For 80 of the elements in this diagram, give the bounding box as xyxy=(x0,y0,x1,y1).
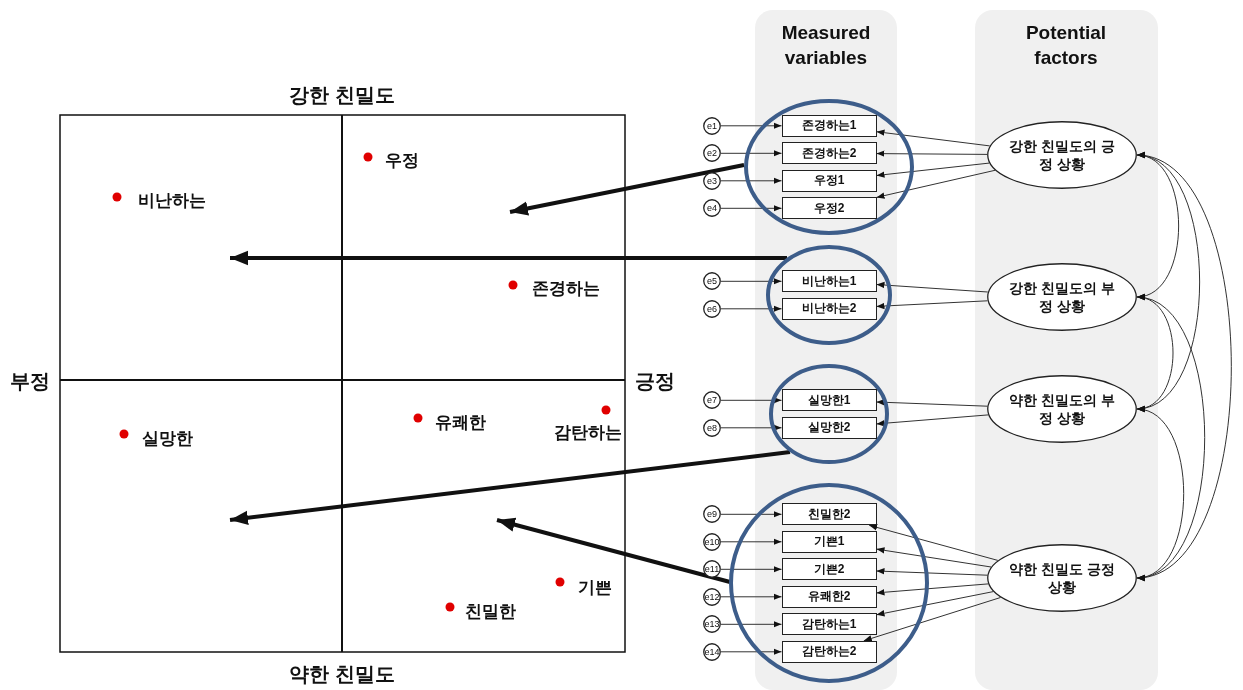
arrow xyxy=(720,593,782,600)
arrow xyxy=(876,568,988,576)
highlight-ellipse xyxy=(766,245,892,345)
error-circle: e11 xyxy=(703,560,721,579)
factor-ellipse: 약한 친밀도 긍정 상황 xyxy=(987,544,1137,612)
point-label: 존경하는 xyxy=(532,277,600,300)
point-label: 비난하는 xyxy=(138,189,206,212)
covariance-arrow xyxy=(1136,295,1174,411)
highlight-ellipse xyxy=(744,99,914,235)
arrow xyxy=(876,399,988,407)
error-circle: e3 xyxy=(703,171,721,190)
point-label: 친밀한 xyxy=(465,600,516,623)
thick-arrow xyxy=(230,250,787,266)
arrow xyxy=(720,538,782,545)
arrow xyxy=(868,524,999,561)
arrow xyxy=(876,281,989,293)
arrow xyxy=(876,547,992,568)
arrow xyxy=(720,397,782,404)
arrow xyxy=(876,591,994,617)
arrow xyxy=(720,205,782,212)
error-circle: e13 xyxy=(703,615,721,634)
arrow xyxy=(720,177,782,184)
axis-label: 강한 친밀도 xyxy=(289,82,395,108)
arrow xyxy=(876,414,989,427)
error-circle: e10 xyxy=(703,532,721,551)
error-circle: e6 xyxy=(703,299,721,318)
thick-arrow xyxy=(509,163,745,216)
factor-ellipse: 약한 친밀도의 부정 상황 xyxy=(987,375,1137,443)
arrow xyxy=(876,300,988,310)
column-heading: Potential factors xyxy=(1024,21,1108,70)
highlight-ellipse xyxy=(729,483,929,683)
axis-label: 부정 xyxy=(10,368,50,394)
arrow xyxy=(876,129,991,147)
covariance-arrow xyxy=(1136,154,1232,579)
error-circle: e7 xyxy=(703,391,721,410)
variable-box: 친밀한2 xyxy=(781,503,877,526)
point-label: 실망한 xyxy=(142,427,193,450)
variable-box: 감탄하는1 xyxy=(781,613,877,636)
variable-box: 우정2 xyxy=(781,197,877,220)
point-label: 유쾌한 xyxy=(435,411,486,434)
arrow xyxy=(720,278,782,285)
factor-ellipse: 강한 친밀도의 부정 상황 xyxy=(987,263,1137,331)
arrow xyxy=(720,150,782,157)
arrow xyxy=(720,566,782,573)
error-circle: e2 xyxy=(703,144,721,163)
arrow xyxy=(876,583,989,596)
error-circle: e9 xyxy=(703,505,721,524)
arrow xyxy=(720,305,782,312)
covariance-arrow xyxy=(1136,407,1185,580)
arrow xyxy=(720,648,782,655)
arrow xyxy=(720,122,782,129)
variable-box: 존경하는2 xyxy=(781,142,877,165)
point-label: 우정 xyxy=(385,149,419,172)
factor-ellipse: 강한 친밀도의 긍정 상황 xyxy=(987,121,1137,189)
point-label: 감탄하는 xyxy=(554,421,622,444)
arrow xyxy=(876,162,990,178)
error-circle: e14 xyxy=(703,642,721,661)
arrow xyxy=(876,150,988,157)
axis-label: 긍정 xyxy=(635,368,675,394)
variable-box: 기쁜2 xyxy=(781,558,877,581)
variable-box: 비난하는1 xyxy=(781,270,877,293)
thick-arrow xyxy=(496,517,731,584)
arrow xyxy=(863,597,1001,642)
error-circle: e5 xyxy=(703,272,721,291)
variable-box: 실망한1 xyxy=(781,389,877,412)
column-heading: Measured variables xyxy=(780,21,872,70)
arrow xyxy=(720,621,782,628)
error-circle: e1 xyxy=(703,116,721,135)
arrow xyxy=(720,424,782,431)
highlight-ellipse xyxy=(769,364,889,464)
arrow xyxy=(876,169,996,199)
error-circle: e8 xyxy=(703,418,721,437)
thick-arrow xyxy=(229,450,791,525)
arrow xyxy=(720,511,782,518)
covariance-arrow xyxy=(1136,295,1206,580)
axis-label: 약한 친밀도 xyxy=(289,661,395,687)
covariance-arrow xyxy=(1136,153,1180,299)
error-circle: e12 xyxy=(703,587,721,606)
error-circle: e4 xyxy=(703,199,721,218)
point-label: 기쁜 xyxy=(578,576,612,599)
